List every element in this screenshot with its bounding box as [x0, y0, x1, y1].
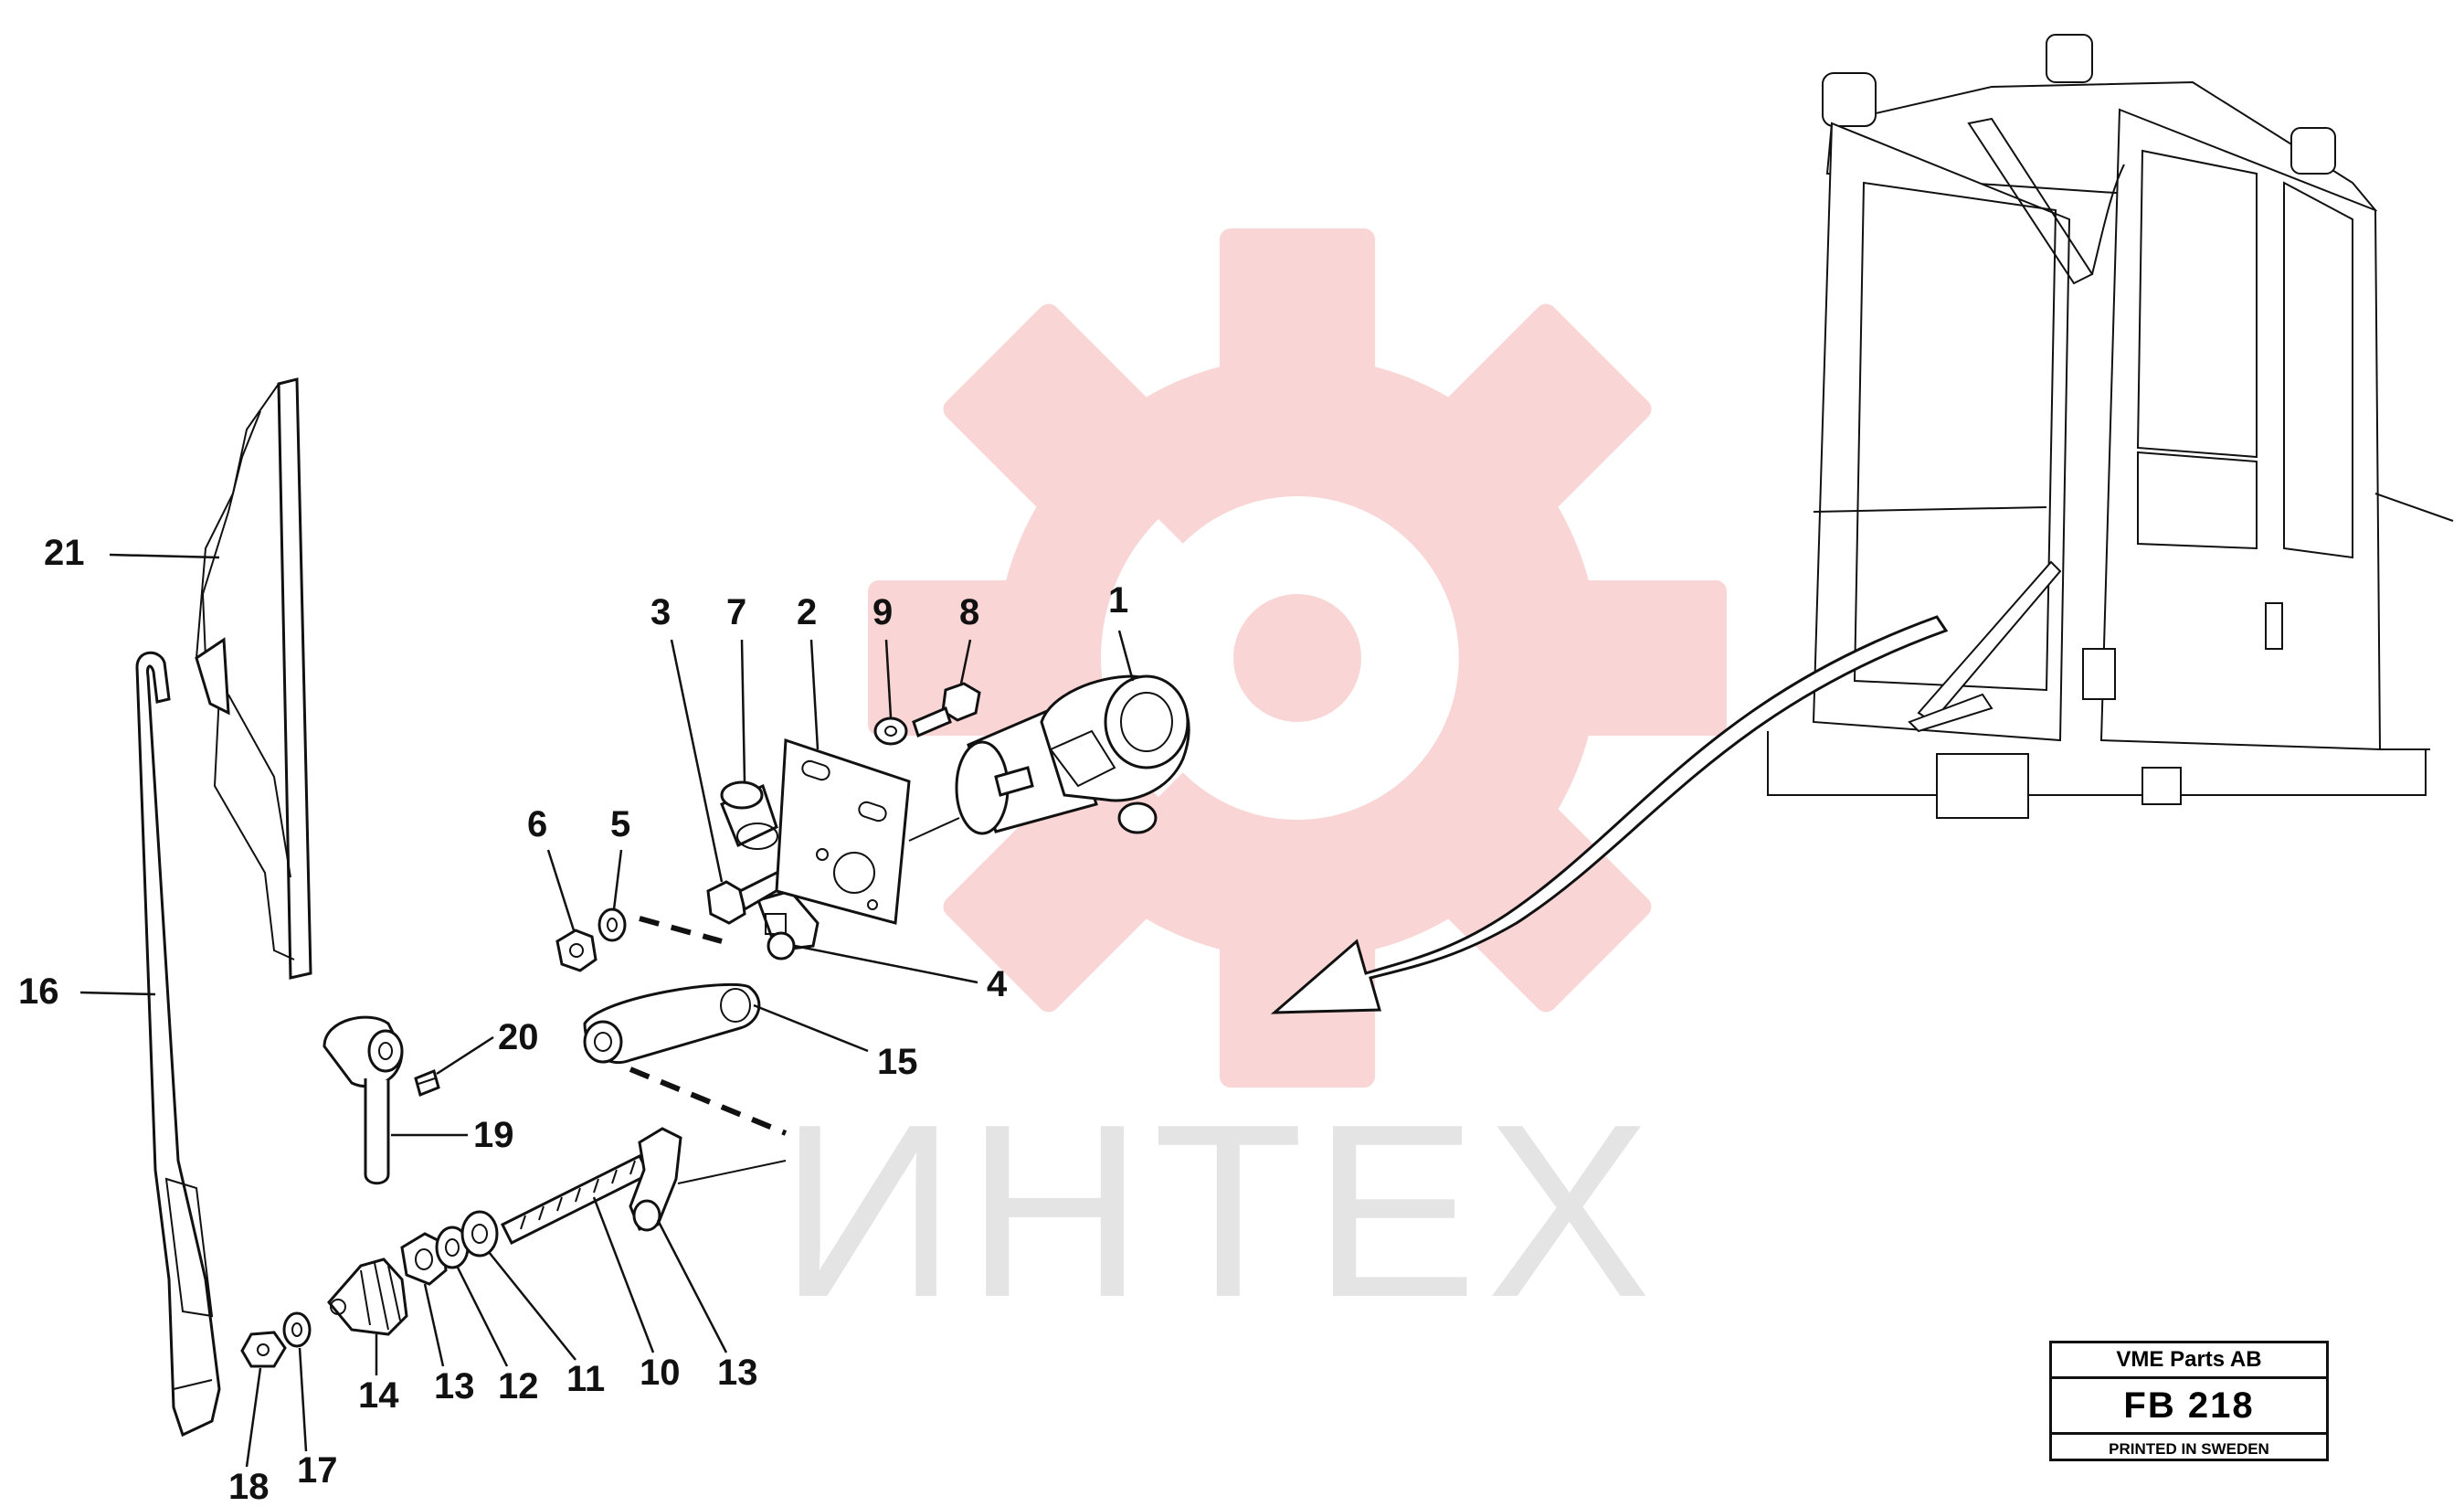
callouts: 21 16 20 19 15 4 6 5 3 7 2 9 8	[18, 533, 1135, 1507]
callout-2: 2	[797, 592, 817, 632]
nut-18	[240, 1331, 287, 1368]
washer-9	[873, 716, 908, 746]
callout-6: 6	[527, 804, 547, 844]
nut-6	[555, 929, 597, 972]
washer-17	[282, 1311, 312, 1348]
bolt-3	[706, 871, 787, 925]
loader-cab-illustration	[1767, 34, 2454, 819]
callout-18: 18	[228, 1467, 270, 1507]
title-block: VME Parts AB FB 218 PRINTED IN SWEDEN	[2049, 1341, 2329, 1461]
spindle-10	[500, 1153, 651, 1246]
callout-14: 14	[358, 1375, 399, 1416]
title-printed: PRINTED IN SWEDEN	[2109, 1440, 2269, 1458]
detail-arrow	[1270, 615, 1949, 1014]
callout-4: 4	[987, 964, 1008, 1004]
callout-9: 9	[872, 592, 893, 632]
crank-13-upper	[629, 1127, 787, 1232]
callout-10: 10	[640, 1353, 681, 1393]
callout-5: 5	[610, 804, 630, 844]
callout-8: 8	[959, 592, 979, 632]
callout-16: 16	[18, 971, 59, 1012]
spacer-7	[720, 780, 778, 850]
mounting-plate-2	[775, 738, 911, 925]
wiper-motor-1	[908, 674, 1190, 842]
callout-13-upper: 13	[717, 1353, 758, 1393]
clamp-19	[323, 1015, 404, 1185]
callout-21: 21	[44, 533, 85, 573]
dashed-line-15-to-10	[629, 1067, 788, 1136]
callout-15: 15	[877, 1042, 918, 1082]
watermark-gear-logo	[868, 228, 1727, 1088]
callout-3: 3	[650, 592, 671, 632]
link-rod-15	[583, 982, 761, 1065]
callout-1: 1	[1108, 580, 1128, 621]
watermark-text: ИНТЕХ	[779, 1074, 1660, 1349]
callout-20: 20	[498, 1017, 539, 1057]
cap-14	[327, 1258, 408, 1336]
nut-13-lower	[400, 1232, 448, 1286]
bolt-8	[912, 682, 981, 738]
callout-11: 11	[566, 1359, 605, 1399]
washer-5	[597, 907, 627, 942]
callout-19: 19	[473, 1115, 514, 1155]
callout-13-lower: 13	[434, 1366, 475, 1406]
callout-7: 7	[726, 592, 746, 632]
title-drawing-number: FB 218	[2052, 1379, 2326, 1435]
wiper-arm	[135, 651, 221, 1438]
wiper-blade	[195, 377, 312, 980]
washer-11	[460, 1210, 499, 1258]
callout-12: 12	[498, 1366, 539, 1406]
title-company: VME Parts AB	[2052, 1343, 2326, 1379]
callout-17: 17	[297, 1450, 338, 1491]
dashed-line-5-to-4	[639, 916, 723, 944]
set-screw-20	[414, 1068, 440, 1098]
